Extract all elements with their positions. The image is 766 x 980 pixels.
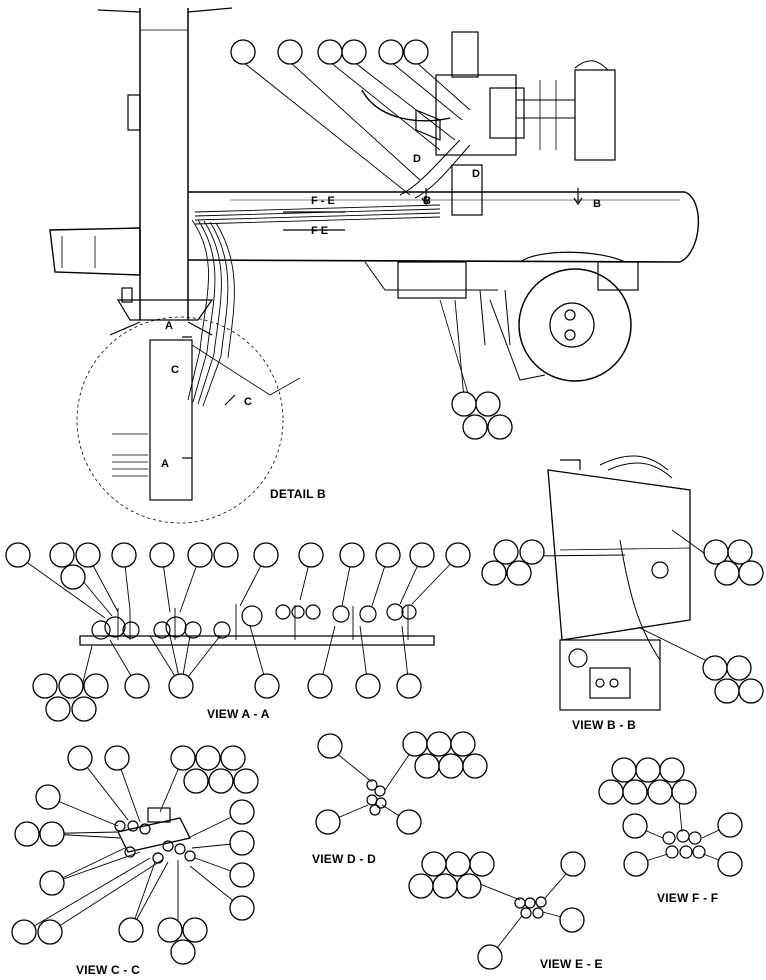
view-aa-drawing (79, 603, 435, 646)
view-ee-drawing (514, 896, 547, 919)
view-cc-drawing (114, 807, 196, 864)
section-mark-fe-top: F - E (311, 195, 335, 207)
label-view-aa: VIEW A - A (207, 707, 270, 721)
section-mark-c-right: C (244, 396, 252, 408)
section-mark-a-top: A (165, 320, 173, 332)
callout-balloons (5, 39, 764, 970)
label-view-ee: VIEW E - E (540, 957, 603, 971)
view-bb-leaders (529, 529, 716, 666)
section-mark-c-left: C (171, 364, 179, 376)
top-leaders (242, 61, 471, 399)
label-detail-b: DETAIL B (270, 487, 326, 501)
label-view-dd: VIEW D - D (312, 852, 376, 866)
main-assembly (49, 7, 699, 524)
view-bb-drawing (547, 455, 691, 711)
section-mark-a-bottom: A (161, 458, 169, 470)
section-mark-d-right: D (472, 168, 480, 180)
section-mark-d-left: D (413, 153, 421, 165)
view-ff-drawing (662, 829, 706, 859)
section-mark-b-left: B (423, 195, 431, 207)
label-view-ff: VIEW F - F (657, 891, 719, 905)
view-dd-drawing (366, 779, 387, 816)
section-arrows (182, 188, 583, 459)
section-mark-fe-bottom: F E (311, 225, 329, 237)
section-mark-b-right: B (593, 198, 601, 210)
view-dd-leaders (327, 745, 416, 823)
label-view-bb: VIEW B - B (572, 718, 636, 732)
label-view-cc: VIEW C - C (76, 963, 140, 977)
